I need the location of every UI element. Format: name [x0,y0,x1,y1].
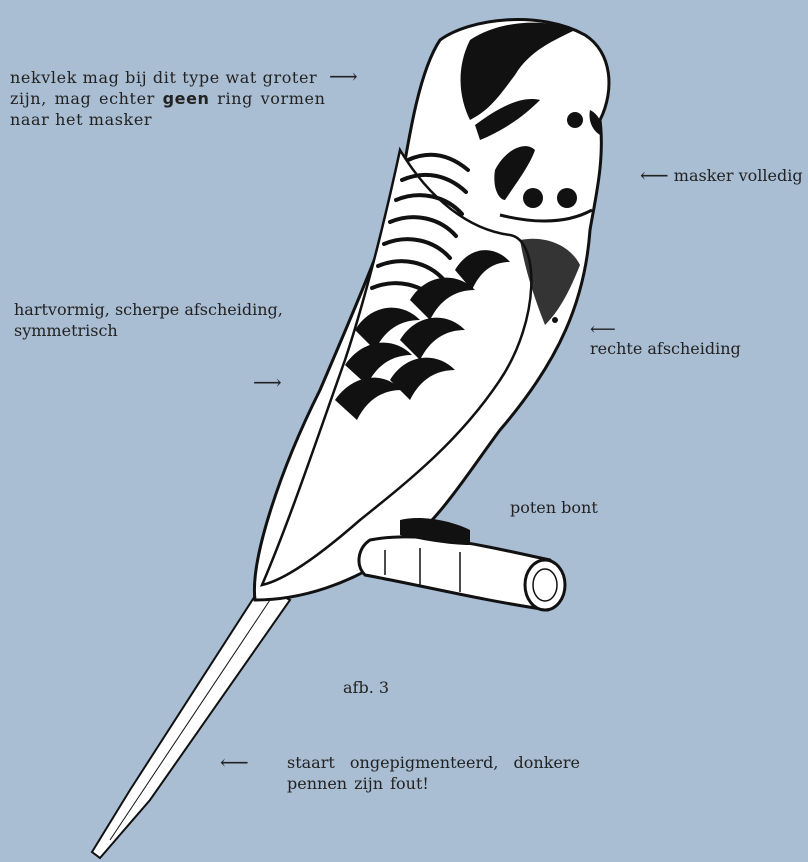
mask-label: ⟵ masker volledig [640,164,803,186]
long-right-arrow-icon: ⟶ [253,372,282,392]
left-arrow-icon: ⟵ [590,319,616,340]
neck-label-emphasis: geen [163,89,210,108]
tail [92,585,290,858]
heart-label-line-2: symmetrisch [14,320,283,341]
neck-label-line-1: nekvlek mag bij dit type wat groter [10,68,317,87]
long-left-arrow-icon: ⟵ [640,163,669,187]
straight-separation-label: ⟵ rechte afscheiding [590,333,741,359]
tail-label-line-1: staart ongepigmenteerd, donkere [287,752,580,773]
tail-label: staart ongepigmenteerd, donkere pennen z… [287,752,580,794]
throat-spot [523,188,543,208]
neck-label-line-2a: zijn, mag echter [10,89,155,108]
throat-spot [557,188,577,208]
figure-caption: afb. 3 [343,677,389,698]
long-right-arrow-icon: ⟶ [329,64,358,88]
mask-label-text: masker volledig [674,166,803,185]
neck-label-line-2b: ring vormen [217,89,325,108]
tail-label-line-2: pennen zijn fout! [287,773,580,794]
perch [359,537,565,610]
neck-label-line-3: naar het masker [10,109,352,130]
heart-shape-label: hartvormig, scherpe afscheiding, symmetr… [14,299,283,341]
feet-label: poten bont [510,497,598,518]
heart-label-line-1: hartvormig, scherpe afscheiding, [14,299,283,320]
long-left-arrow-icon: ⟵ [220,752,249,772]
straight-label-text: rechte afscheiding [590,338,741,359]
eye [567,112,583,128]
neck-spot-label: nekvlek mag bij dit type wat groter ⟶ zi… [10,66,352,130]
